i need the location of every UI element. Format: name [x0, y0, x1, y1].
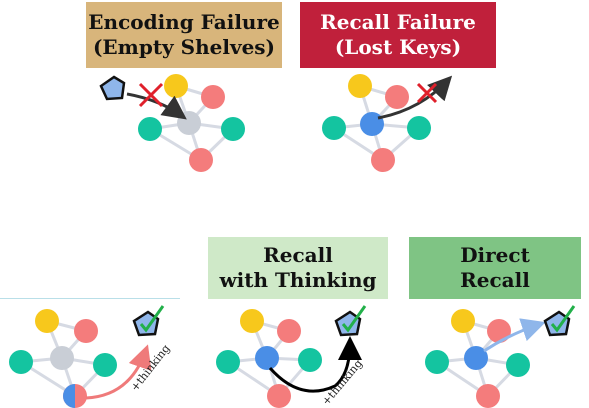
divider-line [0, 298, 180, 299]
node [216, 350, 240, 374]
node [425, 350, 449, 374]
checkmark-icon [341, 305, 367, 333]
node [164, 74, 188, 98]
fail-x-icon [138, 82, 164, 108]
node [201, 85, 225, 109]
node [407, 116, 431, 140]
node [476, 384, 500, 408]
direct-arrow [483, 318, 546, 353]
thinking-arrow [268, 336, 362, 393]
pentagon-query-icon [99, 75, 126, 101]
node [487, 319, 511, 343]
node [385, 85, 409, 109]
thinking-arrow [85, 344, 152, 400]
half-node-blue [63, 384, 75, 408]
fail-x-icon [416, 82, 438, 104]
node [348, 74, 372, 98]
node [9, 350, 33, 374]
recall-arrow [377, 75, 453, 120]
thinking-label: +thinking [319, 357, 365, 408]
node [138, 117, 162, 141]
target-node [464, 346, 488, 370]
node [221, 117, 245, 141]
encoding-failure-graph [99, 74, 245, 172]
direct-recall-graph [425, 305, 576, 408]
node [298, 348, 322, 372]
node [35, 309, 59, 333]
direct-recall-label: Direct Recall [409, 237, 581, 299]
node [50, 346, 74, 370]
node [74, 319, 98, 343]
encoding-failure-label: Encoding Failure (Empty Shelves) [86, 2, 282, 68]
node [277, 319, 301, 343]
node [506, 353, 530, 377]
thinking-label: +thinking [128, 342, 172, 394]
node [451, 309, 475, 333]
recall-with-thinking-graph: +thinking [216, 305, 367, 408]
stored-target-node [360, 112, 384, 136]
checkmark-icon [139, 305, 165, 333]
recall-failure-graph [322, 74, 453, 172]
checkmark-icon [550, 305, 576, 333]
recall-failure-label: Recall Failure (Lost Keys) [300, 2, 496, 68]
target-node [255, 346, 279, 370]
node [240, 309, 264, 333]
left-thinking-graph: +thinking [9, 305, 173, 408]
recall-with-thinking-label: Recall with Thinking [208, 237, 388, 299]
node [93, 353, 117, 377]
node [371, 148, 395, 172]
node [267, 384, 291, 408]
node [322, 116, 346, 140]
node [189, 148, 213, 172]
